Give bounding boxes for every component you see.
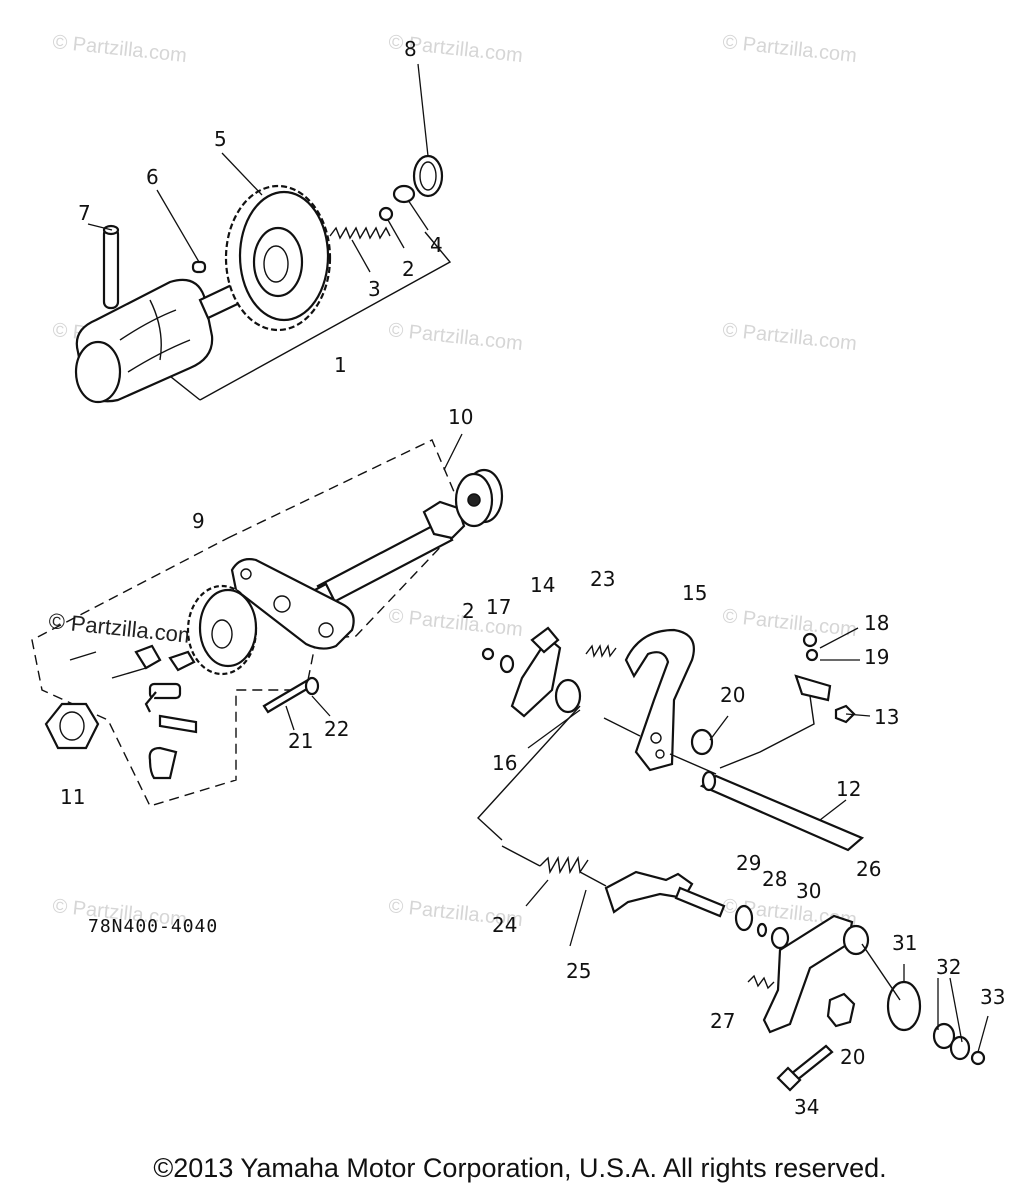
callout-32: 32 bbox=[936, 955, 961, 979]
callout-17: 17 bbox=[486, 595, 511, 619]
callout-33: 33 bbox=[980, 985, 1005, 1009]
gear-plate-assembly-drawing bbox=[31, 433, 504, 807]
callout-14: 14 bbox=[530, 573, 555, 597]
callout-7: 7 bbox=[78, 201, 91, 225]
callout-21: 21 bbox=[288, 729, 313, 753]
callout-18: 18 bbox=[864, 611, 889, 635]
callout-24: 24 bbox=[492, 913, 517, 937]
callout-3: 3 bbox=[368, 277, 381, 301]
callout-9: 9 bbox=[192, 509, 205, 533]
callout-16: 16 bbox=[492, 751, 517, 775]
diagram-code: 78N400-4040 bbox=[88, 916, 218, 937]
callout-15: 15 bbox=[682, 581, 707, 605]
callout-13: 13 bbox=[874, 705, 899, 729]
cam-gear bbox=[224, 184, 332, 332]
callout-8: 8 bbox=[404, 37, 417, 61]
callout-34: 34 bbox=[794, 1095, 819, 1119]
dowel-pin bbox=[102, 224, 120, 310]
copyright-notice: ©2013 Yamaha Motor Corporation, U.S.A. A… bbox=[153, 1153, 887, 1183]
camshaft-assembly-drawing bbox=[74, 63, 452, 404]
callout-11: 11 bbox=[60, 785, 85, 809]
callout-30: 30 bbox=[796, 879, 821, 903]
shift-linkage-drawing bbox=[477, 626, 989, 1092]
callout-25: 25 bbox=[566, 959, 591, 983]
watermark: © Partzilla.com bbox=[387, 319, 523, 355]
callout-5: 5 bbox=[214, 127, 227, 151]
callout-6: 6 bbox=[146, 165, 159, 189]
callout-2: 2 bbox=[462, 599, 475, 623]
watermark-overlay: © Partzilla.com bbox=[47, 608, 197, 648]
callout-12: 12 bbox=[836, 777, 861, 801]
callout-31: 31 bbox=[892, 931, 917, 955]
callout-23: 23 bbox=[590, 567, 615, 591]
watermark: © Partzilla.com bbox=[721, 319, 857, 355]
callout-28: 28 bbox=[762, 867, 787, 891]
callout-labels: 1 2 2 3 4 5 6 7 8 9 10 11 12 13 14 15 16… bbox=[60, 37, 1005, 1119]
watermark: © Partzilla.com bbox=[721, 605, 857, 641]
end-cap bbox=[454, 468, 504, 528]
callout-1: 1 bbox=[334, 353, 347, 377]
nut bbox=[44, 702, 100, 750]
callout-19: 19 bbox=[864, 645, 889, 669]
callout-29: 29 bbox=[736, 851, 761, 875]
callout-20: 20 bbox=[720, 683, 745, 707]
watermark: © Partzilla.com bbox=[721, 31, 857, 67]
callout-27: 27 bbox=[710, 1009, 735, 1033]
callout-22: 22 bbox=[324, 717, 349, 741]
spring bbox=[329, 226, 391, 240]
callout-20: 20 bbox=[840, 1045, 865, 1069]
drive-gear bbox=[186, 584, 258, 676]
callout-10: 10 bbox=[448, 405, 473, 429]
watermark: © Partzilla.com bbox=[51, 31, 187, 67]
callout-2: 2 bbox=[402, 257, 415, 281]
callout-4: 4 bbox=[430, 233, 443, 257]
callout-26: 26 bbox=[856, 857, 881, 881]
